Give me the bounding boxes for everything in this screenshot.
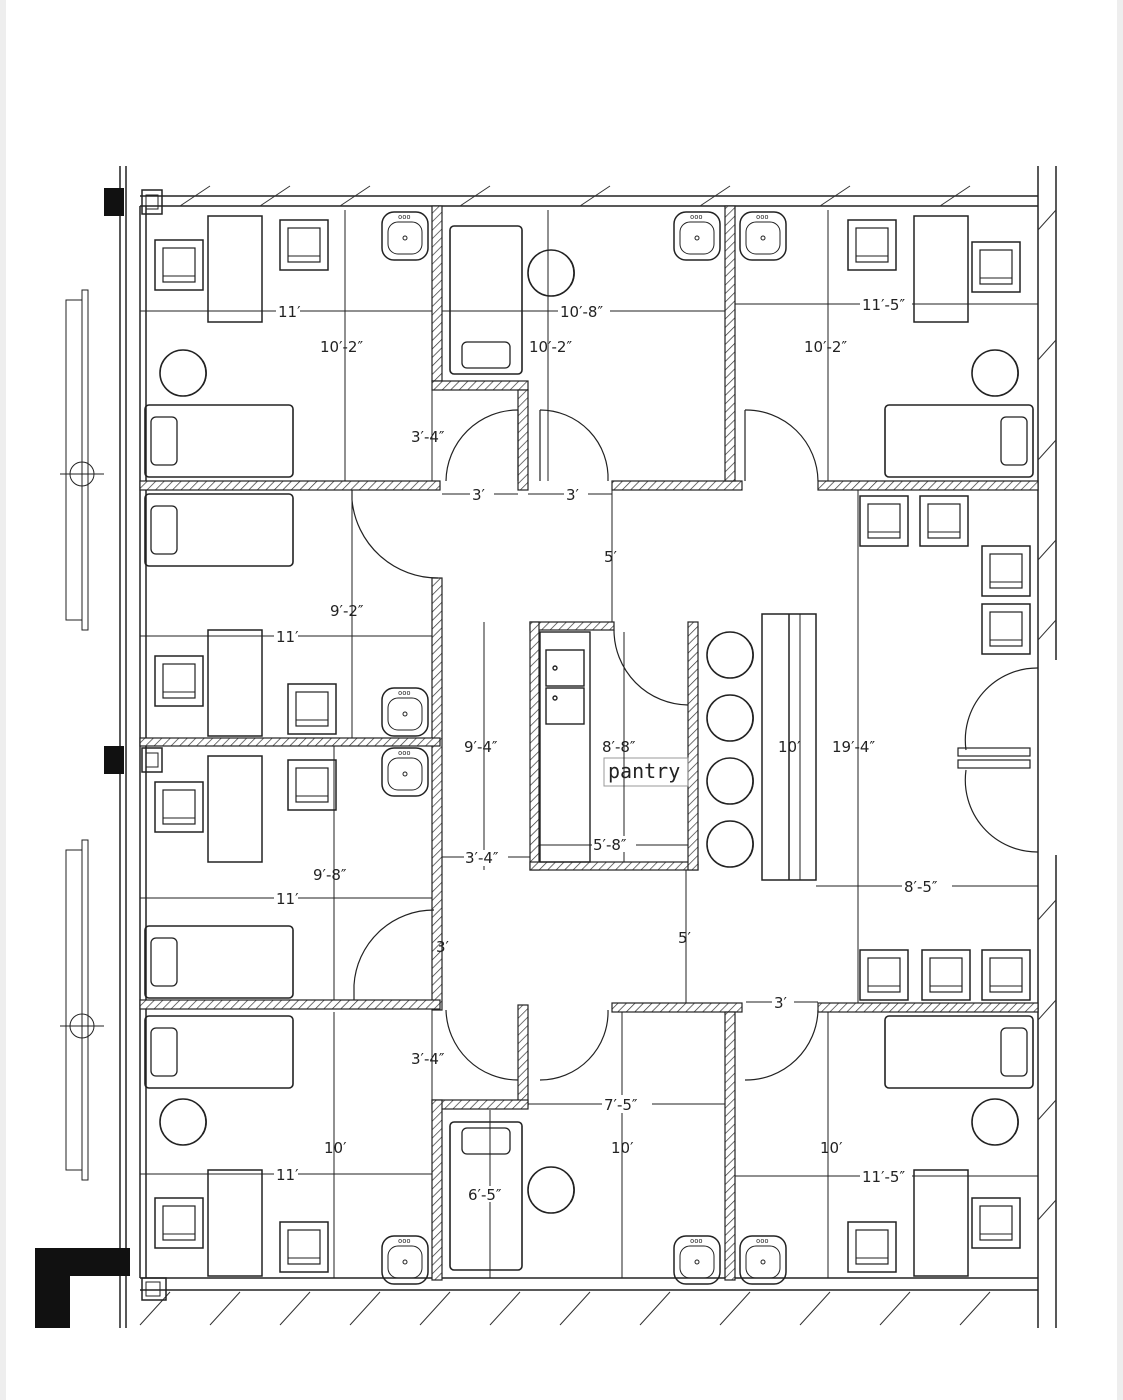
dim-pantry-offset: 3′-4″ <box>465 849 499 867</box>
doors <box>351 409 1039 1081</box>
dim-room1-width: 11′ <box>278 303 301 321</box>
dim-corridor-top: 5′ <box>604 548 618 566</box>
dim-room2-depth: 10′-2″ <box>529 338 572 356</box>
dim-room2-width: 10′-8″ <box>560 303 603 321</box>
exterior-hatching <box>139 185 1057 1326</box>
dim-room4-width: 11′ <box>276 628 299 646</box>
dim-room6-depth: 10′ <box>324 1139 347 1157</box>
desks <box>207 215 969 1277</box>
dim-door-4: 3′ <box>774 994 788 1012</box>
dim-room5-width: 11′ <box>276 890 299 908</box>
dim-room7-bed: 6′-5″ <box>468 1186 502 1204</box>
interior-walls <box>139 205 1039 1281</box>
left-window-elevation <box>60 289 104 1181</box>
pantry-counter <box>539 631 689 863</box>
dim-room3-depth: 10′-2″ <box>804 338 847 356</box>
dim-room8-depth: 10′ <box>820 1139 843 1157</box>
dim-pantry-inner: 8′-8″ <box>602 738 636 756</box>
dim-upper-left-wall: 3′-4″ <box>411 428 445 446</box>
dim-room1-depth: 10′-2″ <box>320 338 363 356</box>
dim-door-2: 3′ <box>566 486 580 504</box>
page-edge-right <box>1117 0 1123 1400</box>
dim-door-1: 3′ <box>472 486 486 504</box>
page-edge-left <box>0 0 6 1400</box>
dim-bar-length: 10′ <box>778 738 801 756</box>
dim-lounge-width: 8′-5″ <box>904 878 938 896</box>
pantry-label: pantry <box>608 759 680 783</box>
structural-columns <box>35 188 167 1328</box>
dim-pantry-width: 5′-8″ <box>593 836 627 854</box>
dim-room4-depth: 9′-2″ <box>330 602 364 620</box>
dim-bath-width: 7′-5″ <box>604 1096 638 1114</box>
building-outline <box>119 166 1057 1328</box>
dim-door-3: 3′ <box>436 938 450 956</box>
beds <box>144 225 1034 1271</box>
dim-room3-width: 11′-5″ <box>862 296 905 314</box>
dimension-labels: 11′ 10′-2″ 10′-8″ 10′-2″ 11′-5″ 10′-2″ 3… <box>274 295 952 1204</box>
dim-room5-depth: 9′-8″ <box>313 866 347 884</box>
dim-room6-width: 11′ <box>276 1166 299 1184</box>
dim-room7-depth: 10′ <box>611 1139 634 1157</box>
dim-pantry-height: 9′-4″ <box>464 738 498 756</box>
dim-lounge-height: 19′-4″ <box>832 738 875 756</box>
dim-lower-left-wall: 3′-4″ <box>411 1050 445 1068</box>
dim-room8-width: 11′-5″ <box>862 1168 905 1186</box>
dim-corridor-bottom: 5′ <box>678 929 692 947</box>
